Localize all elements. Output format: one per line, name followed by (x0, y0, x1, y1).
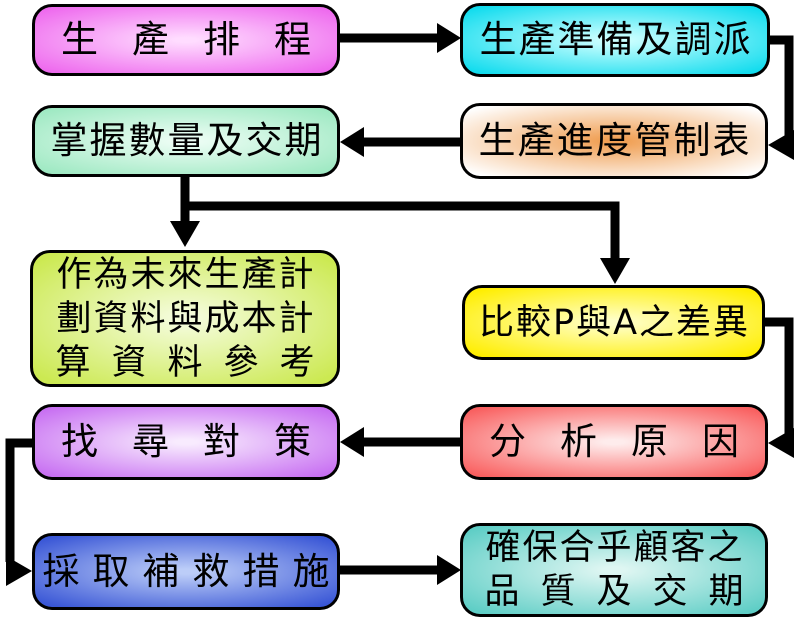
arrow-analyze-to-find (340, 427, 460, 457)
flow-box-production-scheduling: 生產排程 (32, 4, 340, 76)
flow-box-grasp-quantity-delivery: 掌握數量及交期 (32, 105, 340, 177)
flow-box-label: 掌握數量及交期 (50, 119, 324, 162)
flow-box-label: 採取補救措施 (42, 549, 343, 593)
flow-box-take-remedial-measures: 採取補救措施 (32, 533, 340, 610)
arrow-progress-to-grasp (340, 127, 460, 157)
flow-box-label-line1: 確保合乎顧客之 (485, 528, 745, 568)
flow-box-progress-control-table: 生產進度管制表 (460, 103, 768, 179)
arrow-grasp-to-future (170, 177, 200, 247)
flow-box-label-line1: 作為未來生產計 (56, 254, 316, 295)
flow-box-label: 比較P與A之差異 (478, 302, 751, 343)
flow-box-label-line2: 劃資料與成本計 (56, 298, 316, 339)
flow-box-label: 生產準備及調派 (479, 18, 753, 61)
arrow-remedial-to-ensure (340, 555, 461, 585)
arrow-prep-to-progress (768, 35, 794, 160)
flow-box-label-line3: 算資料參考 (55, 342, 336, 383)
arrow-scheduling-to-prep (340, 23, 461, 53)
flow-box-find-countermeasures: 找尋對策 (32, 404, 340, 480)
flow-box-label-line2: 品質及交期 (484, 572, 765, 612)
flow-box-label: 找尋對策 (61, 420, 345, 463)
flow-box-future-plan-cost-reference: 作為未來生產計 劃資料與成本計 算資料參考 (30, 250, 340, 387)
flow-box-compare-p-vs-a: 比較P與A之差異 (462, 285, 765, 360)
flow-box-label: 分析原因 (489, 420, 773, 463)
flow-box-production-prep-dispatch: 生產準備及調派 (460, 3, 770, 77)
flow-box-analyze-causes: 分析原因 (460, 404, 768, 480)
flow-box-label: 生產進度管制表 (478, 119, 752, 162)
flow-box-label: 生產排程 (61, 18, 345, 61)
arrow-find-to-remedial (5, 438, 32, 586)
flow-box-ensure-customer-quality-delivery: 確保合乎顧客之 品質及交期 (460, 523, 768, 617)
